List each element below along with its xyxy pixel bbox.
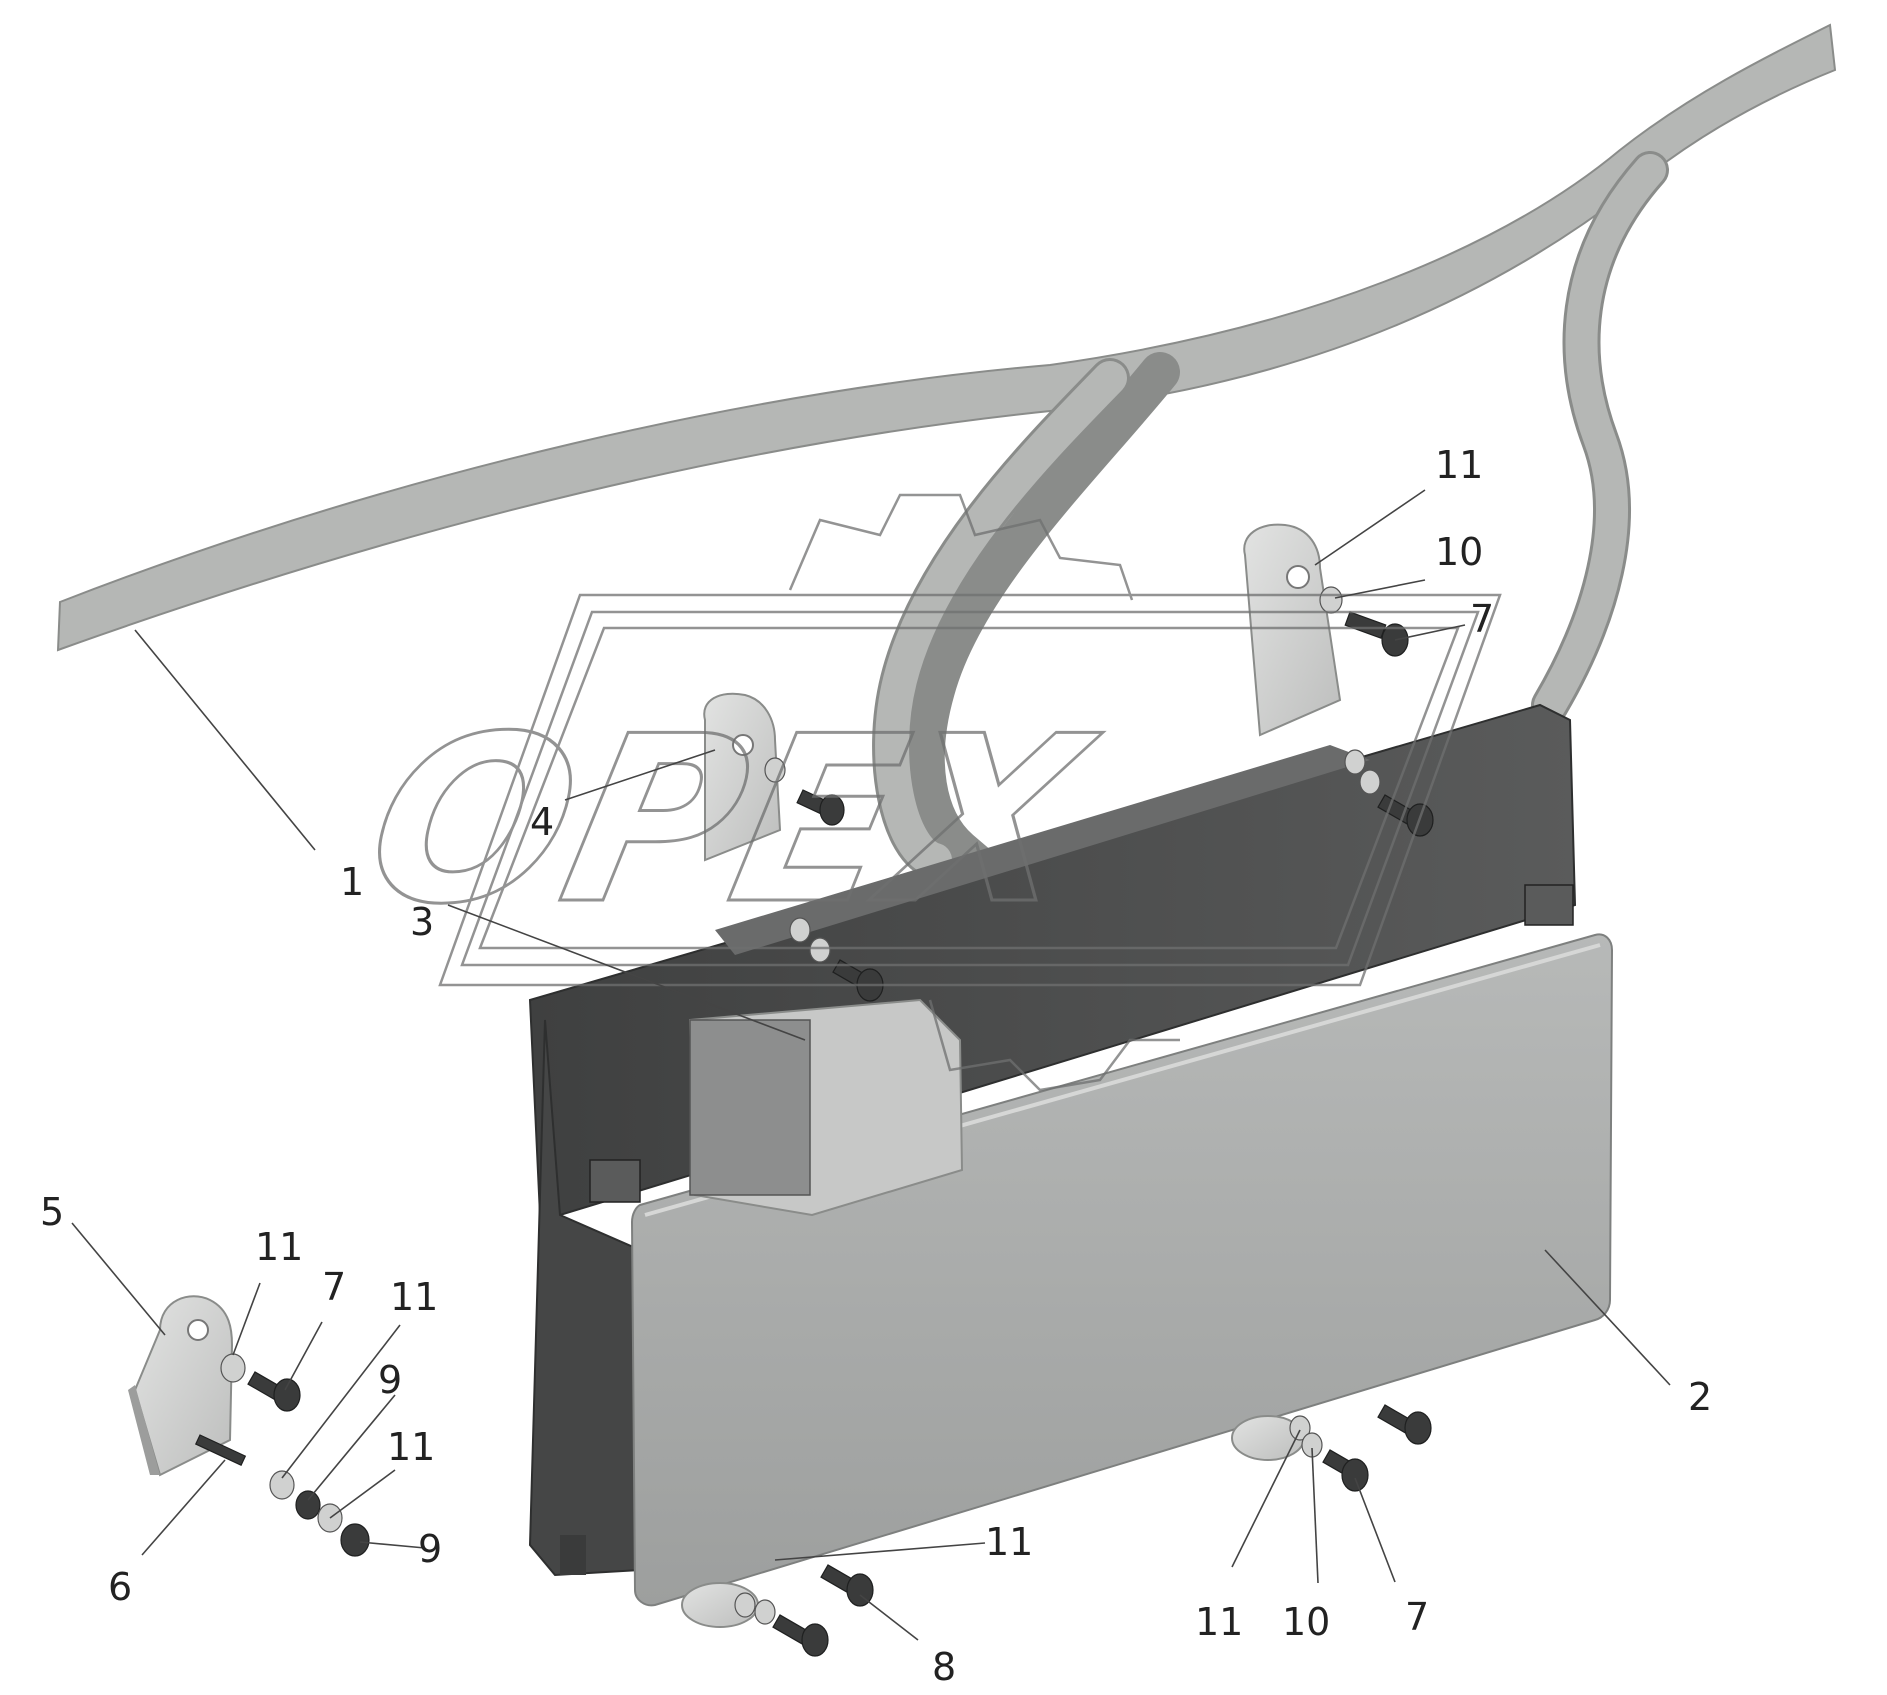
callout-8: 8 bbox=[932, 1645, 956, 1689]
callout-1: 1 bbox=[340, 860, 364, 904]
callout-2: 2 bbox=[1688, 1375, 1712, 1419]
side-bracket bbox=[128, 1295, 234, 1477]
callout-11-left-c: 11 bbox=[387, 1425, 435, 1469]
callout-10-top: 10 bbox=[1435, 530, 1483, 574]
callout-9-b: 9 bbox=[418, 1527, 442, 1571]
callout-9-a: 9 bbox=[378, 1358, 402, 1402]
connector-block bbox=[688, 998, 964, 1217]
callout-11-left-b: 11 bbox=[390, 1275, 438, 1319]
callout-11-bottom-right: 11 bbox=[1195, 1600, 1243, 1644]
callout-10-bottom: 10 bbox=[1282, 1600, 1330, 1644]
upper-bracket-right bbox=[1243, 523, 1342, 737]
callout-5: 5 bbox=[40, 1190, 64, 1234]
callout-3: 3 bbox=[410, 900, 434, 944]
housing-clips bbox=[560, 884, 1574, 1575]
callout-6: 6 bbox=[108, 1565, 132, 1609]
watermark-text: OPEX bbox=[348, 686, 1113, 954]
callout-4: 4 bbox=[530, 800, 554, 844]
callouts: 1 2 3 4 5 6 7 7 7 8 9 9 10 10 11 11 11 1… bbox=[40, 443, 1712, 1689]
callout-7-top: 7 bbox=[1470, 597, 1494, 641]
watermark-logo: OPEX bbox=[346, 493, 1502, 1092]
upper-bracket-left bbox=[703, 692, 782, 862]
lower-brackets bbox=[681, 1415, 1305, 1628]
callout-11-bottom-mid: 11 bbox=[985, 1520, 1033, 1564]
callout-7-left: 7 bbox=[322, 1265, 346, 1309]
callout-11-top: 11 bbox=[1435, 443, 1483, 487]
leader-lines bbox=[71, 489, 1671, 1641]
callout-11-left-a: 11 bbox=[255, 1225, 303, 1269]
wire-harness bbox=[56, 23, 1837, 882]
callout-7-bottom: 7 bbox=[1405, 1595, 1429, 1639]
